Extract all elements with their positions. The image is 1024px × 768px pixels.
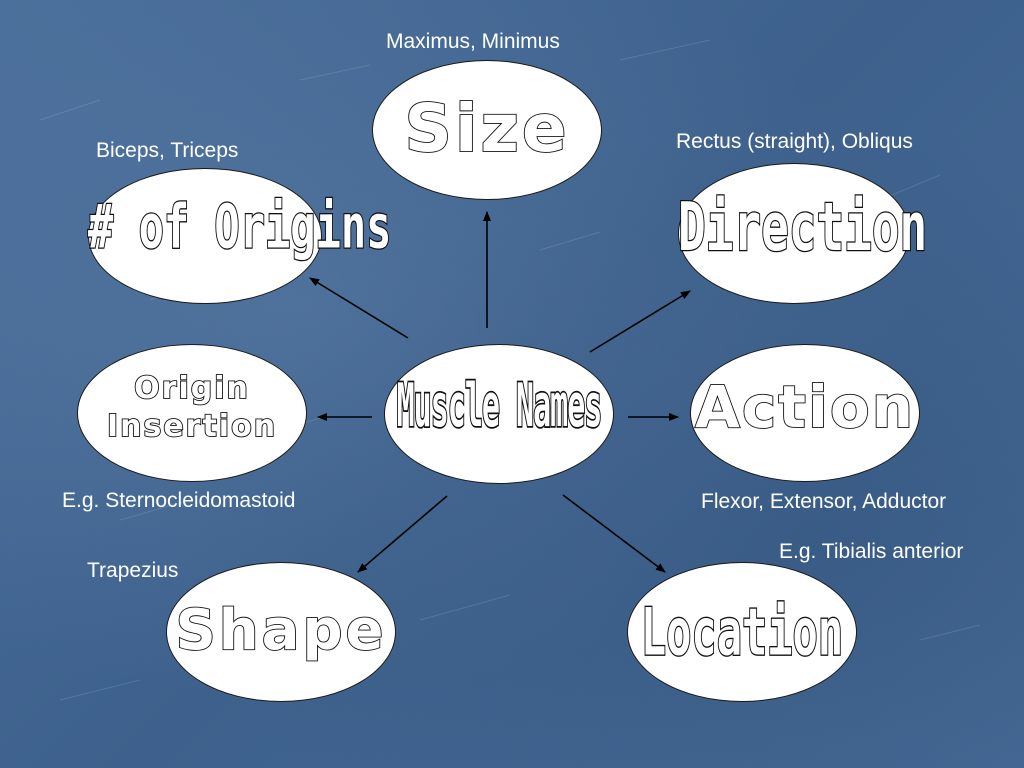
shape-ellipse — [166, 562, 396, 702]
location-title: Location — [640, 594, 844, 671]
direction-ellipse — [678, 163, 910, 304]
insertion-title: Insertion — [106, 409, 278, 444]
center-ellipse — [384, 344, 614, 484]
action-title: Action — [694, 373, 915, 441]
arrow-to-shape — [357, 495, 448, 573]
location-ellipse — [627, 562, 857, 702]
direction-example: Rectus (straight), Obliqus — [676, 130, 913, 153]
center-title: Muscle Names — [396, 372, 604, 442]
shape-example: Trapezius — [87, 559, 179, 582]
origins-example: Biceps, Triceps — [96, 139, 239, 162]
size-example: Maximus, Minimus — [386, 30, 560, 53]
shape-title: Shape — [175, 598, 387, 663]
origins-ellipse — [88, 168, 322, 304]
action-ellipse — [690, 344, 920, 482]
arrow-to-origins — [309, 277, 409, 339]
direction-title: Direction — [677, 187, 928, 267]
origin-title: Origin — [133, 371, 250, 406]
origin-insertion-example: E.g. Sternocleidomastoid — [62, 489, 296, 512]
arrow-to-location — [562, 494, 666, 573]
action-example: Flexor, Extensor, Adductor — [701, 490, 947, 513]
arrow-to-direction — [589, 290, 691, 353]
size-title: Size — [403, 90, 570, 167]
size-ellipse — [372, 60, 602, 200]
connector-arrows — [309, 211, 691, 573]
origin-insertion-ellipse — [77, 344, 307, 482]
origins-title: # of Origins — [87, 190, 392, 262]
location-example: E.g. Tibialis anterior — [779, 540, 964, 563]
